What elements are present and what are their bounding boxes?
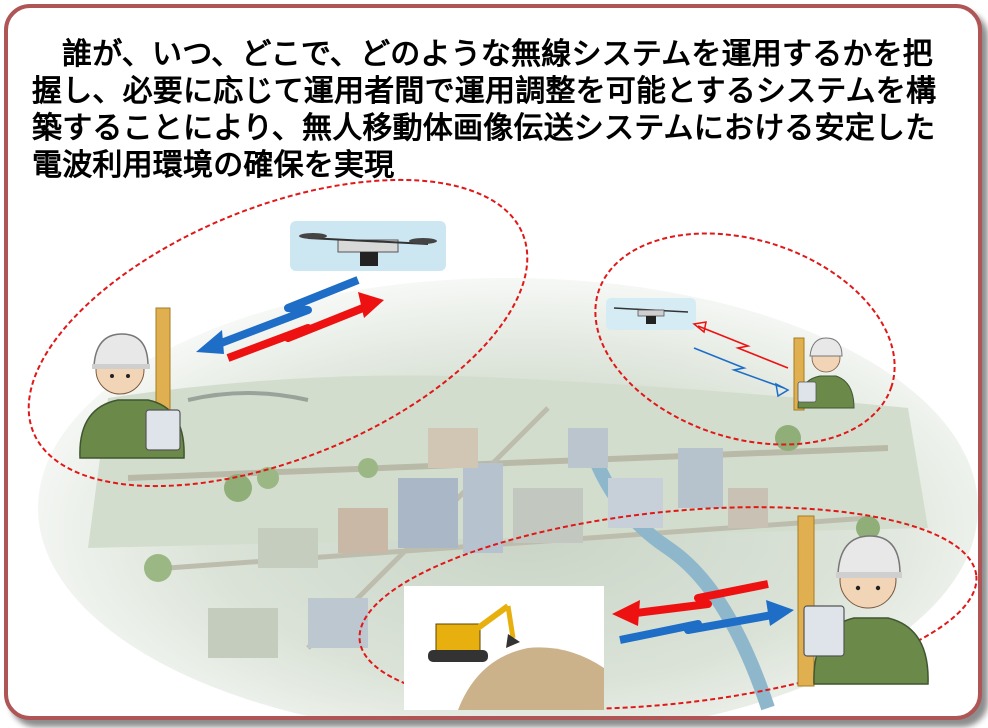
illustration-frame: 誰が、いつ、どこで、どのような無線システムを運用するかを把握し、必要に応じて運用… [4, 4, 982, 720]
zone-ellipse-bottom [358, 506, 978, 710]
tablet-icon [797, 381, 817, 403]
city-scene [27, 178, 978, 716]
description-text: 誰が、いつ、どこで、どのような無線システムを運用するかを把握し、必要に応じて運用… [32, 36, 962, 184]
signal-arrow-blue [196, 276, 360, 354]
drone-icon [290, 221, 446, 271]
tablet-icon [145, 409, 181, 451]
excavator-icon [404, 586, 604, 710]
drone-icon [606, 298, 696, 330]
signal-arrow-red [612, 580, 769, 626]
signal-arrow-red [226, 292, 384, 362]
signal-arrow-blue [693, 347, 790, 398]
zone-ellipse-left [27, 178, 529, 488]
description-body: 誰が、いつ、どこで、どのような無線システムを運用するかを把握し、必要に応じて運用… [32, 37, 937, 183]
zone-ellipse-right [594, 232, 896, 446]
group-right [594, 232, 896, 446]
group-left [27, 178, 529, 488]
city-background [38, 278, 978, 716]
group-bottom [358, 506, 978, 710]
signal-arrow-blue [619, 600, 794, 644]
signal-arrow-red [692, 321, 789, 369]
tablet-icon [803, 605, 845, 657]
